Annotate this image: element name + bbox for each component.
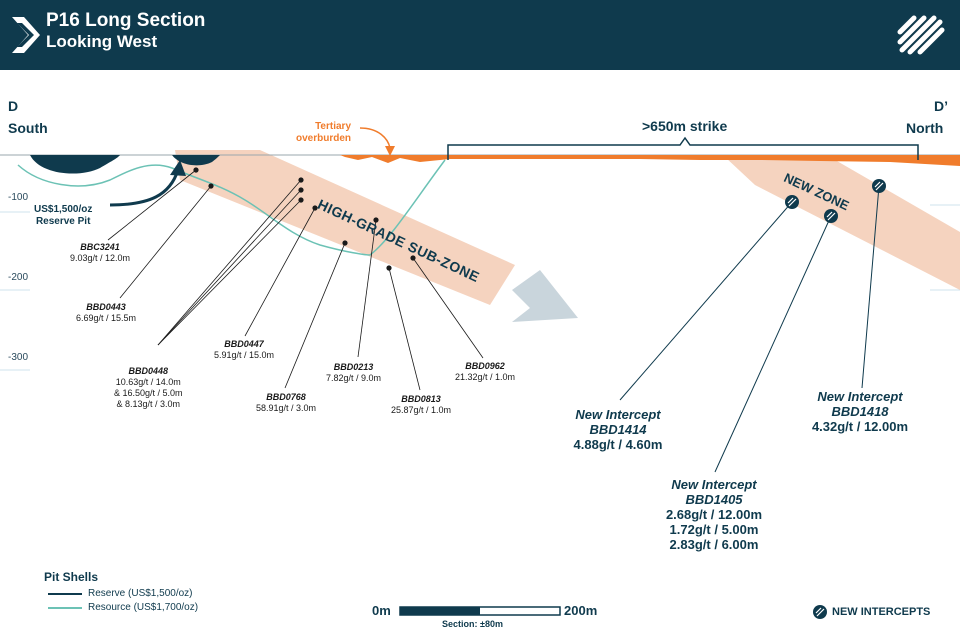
legend-title: Pit Shells	[44, 570, 99, 584]
new-intercept-label: New Intercept BBD1405 2.68g/t / 12.00m 1…	[665, 477, 763, 552]
legend-item: Reserve (US$1,500/oz)	[48, 588, 198, 599]
high-grade-zone	[175, 150, 515, 305]
depth-label: -100	[8, 192, 29, 203]
scale-end-label: 200m	[564, 603, 598, 618]
new-zone	[725, 157, 960, 290]
legend-item: Resource (US$1,700/oz)	[48, 602, 198, 613]
header-bar: P16 Long Section Looking West	[0, 0, 960, 70]
new-intercept-label: New Intercept BBD1414 4.88g/t / 4.60m	[573, 407, 663, 452]
direction-arrow	[512, 270, 578, 322]
section-end-letter: D’	[934, 98, 948, 114]
legend-swatch	[48, 606, 82, 609]
section-end-direction: North	[906, 120, 944, 136]
reserve-pit-left	[30, 155, 120, 174]
scale-start-label: 0m	[372, 603, 391, 618]
page-subtitle: Looking West	[46, 32, 158, 51]
scale-bar	[399, 606, 561, 616]
footer-logo-text: NEW INTERCEPTS	[832, 606, 931, 618]
chevron-logo-icon	[12, 17, 40, 53]
section-start-letter: D	[8, 98, 19, 114]
legend-item-label: Reserve (US$1,500/oz)	[88, 588, 193, 599]
new-intercept-label: New Intercept BBD1418 4.32g/t / 12.00m	[811, 389, 909, 434]
depth-label: -200	[8, 272, 29, 283]
section-width-label: Section: ±80m	[442, 619, 503, 629]
section-start-direction: South	[8, 120, 48, 136]
tertiary-overburden-label: Tertiary overburden	[296, 121, 352, 144]
legend-item-label: Resource (US$1,700/oz)	[88, 602, 199, 613]
strike-bracket	[447, 136, 919, 160]
resource-pit-outline	[17, 159, 446, 256]
new-intercept-markers	[785, 179, 886, 223]
tertiary-overburden	[340, 155, 960, 166]
reserve-pit-label: US$1,500/oz Reserve Pit	[34, 204, 93, 227]
legend-swatch	[48, 592, 82, 595]
depth-label: -300	[8, 352, 29, 363]
legend: Pit Shells Reserve (US$1,500/oz) Resourc…	[44, 570, 198, 613]
strike-label: >650m strike	[642, 118, 728, 134]
reserve-pit-right	[172, 155, 220, 166]
company-logo-icon	[897, 15, 945, 55]
page-title: P16 Long Section	[46, 10, 206, 31]
footer-logo-icon	[813, 605, 827, 619]
